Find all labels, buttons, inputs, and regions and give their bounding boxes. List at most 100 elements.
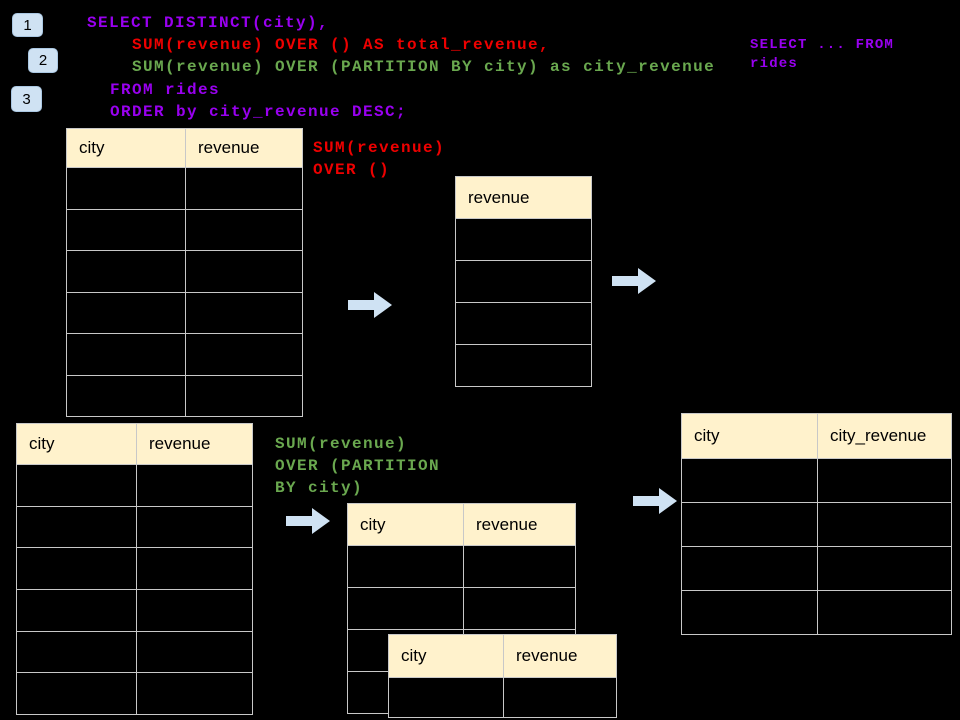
table-cell (456, 303, 591, 344)
table-cell (137, 673, 252, 715)
table-cell (818, 591, 951, 634)
table-cell (137, 631, 252, 673)
table-row (456, 302, 591, 344)
table-header-row: city revenue (348, 504, 575, 545)
sql-code-line-order-by: ORDER by city_revenue DESC; (110, 103, 408, 121)
table-row (67, 250, 302, 292)
table-cell (682, 547, 818, 590)
annotation-total-revenue-line-1: SUM(revenue) (313, 139, 446, 157)
step-badge-3: 3 (11, 86, 42, 112)
table-cell (818, 459, 951, 502)
sql-code-line-partition: SUM(revenue) OVER (PARTITION BY city) as… (132, 58, 716, 76)
table-cell (348, 588, 464, 629)
table-row (67, 208, 302, 250)
flow-arrow-icon (633, 488, 677, 514)
table-cell (137, 590, 252, 631)
table-cell (682, 459, 818, 502)
table-header-city: city (348, 504, 464, 545)
table-cell (464, 546, 575, 587)
table-cell (456, 345, 591, 386)
table-cell (137, 548, 252, 590)
table-row (348, 587, 575, 629)
table-row (67, 291, 302, 333)
table-cell (186, 292, 302, 333)
table-row (67, 333, 302, 375)
table-header-city: city (17, 424, 137, 464)
table-cell (186, 251, 302, 292)
table-cell (17, 548, 137, 590)
table-header-row: city city_revenue (682, 414, 951, 458)
table-row (17, 672, 252, 715)
table-row (389, 677, 616, 717)
table-header-city-revenue: city_revenue (830, 426, 927, 445)
sql-code-line-select: SELECT DISTINCT(city), (87, 14, 330, 32)
annotation-partition-line-2: OVER (PARTITION (275, 457, 441, 475)
table-cell (186, 334, 302, 375)
table-header-revenue: revenue (468, 187, 530, 207)
table-cell (17, 506, 137, 548)
table-cell (682, 503, 818, 546)
total-revenue-table: revenue (455, 176, 592, 387)
sql-code-line-total-revenue: SUM(revenue) OVER () AS total_revenue, (132, 36, 551, 54)
source-table-bottom: city revenue (16, 423, 253, 716)
table-cell (186, 375, 302, 416)
flow-arrow-icon (348, 292, 392, 318)
side-note-line-2: rides (750, 56, 799, 72)
table-cell (17, 631, 137, 673)
table-cell (67, 292, 186, 333)
table-row (456, 344, 591, 386)
table-cell (818, 503, 951, 546)
table-header-revenue: revenue (476, 514, 538, 534)
table-cell (348, 546, 464, 587)
table-row (17, 630, 252, 673)
table-cell (818, 547, 951, 590)
table-cell (504, 678, 616, 717)
table-row (17, 589, 252, 631)
sql-code-line-from: FROM rides (110, 81, 221, 99)
table-cell (17, 673, 137, 715)
flow-arrow-icon (286, 508, 330, 534)
table-row (17, 505, 252, 548)
table-header-revenue: revenue (516, 646, 578, 665)
table-cell (67, 168, 186, 209)
annotation-partition-line-1: SUM(revenue) (275, 435, 408, 453)
table-row (456, 218, 591, 260)
table-cell (137, 465, 252, 506)
annotation-partition-line-3: BY city) (275, 479, 364, 497)
table-row (456, 260, 591, 302)
table-row (17, 547, 252, 590)
table-cell (17, 465, 137, 506)
table-row (682, 502, 951, 546)
table-row (348, 545, 575, 587)
table-header-row: city revenue (17, 424, 252, 464)
table-cell (67, 209, 186, 250)
table-header-revenue: revenue (149, 434, 211, 453)
table-row (682, 546, 951, 590)
table-header-city: city (67, 129, 186, 167)
step-badge-1: 1 (12, 13, 43, 37)
table-header-revenue: revenue (198, 138, 260, 157)
table-header-row: city revenue (389, 635, 616, 677)
table-cell (186, 168, 302, 209)
table-cell (456, 261, 591, 302)
step-badge-2: 2 (28, 48, 58, 73)
table-cell (137, 506, 252, 548)
partition-table-b: city revenue (388, 634, 617, 718)
table-row (67, 167, 302, 209)
table-header-row: city revenue (67, 129, 302, 167)
table-header-row: revenue (456, 177, 591, 218)
table-row (682, 458, 951, 502)
partition-table-a: city revenue (347, 503, 576, 714)
table-row (682, 590, 951, 634)
source-table-top: city revenue (66, 128, 303, 417)
table-cell (456, 219, 591, 260)
flow-arrow-icon (612, 268, 656, 294)
table-row (17, 464, 252, 506)
table-header-city: city (682, 414, 818, 458)
table-cell (682, 591, 818, 634)
result-table: city city_revenue (681, 413, 952, 635)
table-header-city: city (389, 635, 504, 677)
table-cell (186, 209, 302, 250)
table-row (67, 374, 302, 416)
